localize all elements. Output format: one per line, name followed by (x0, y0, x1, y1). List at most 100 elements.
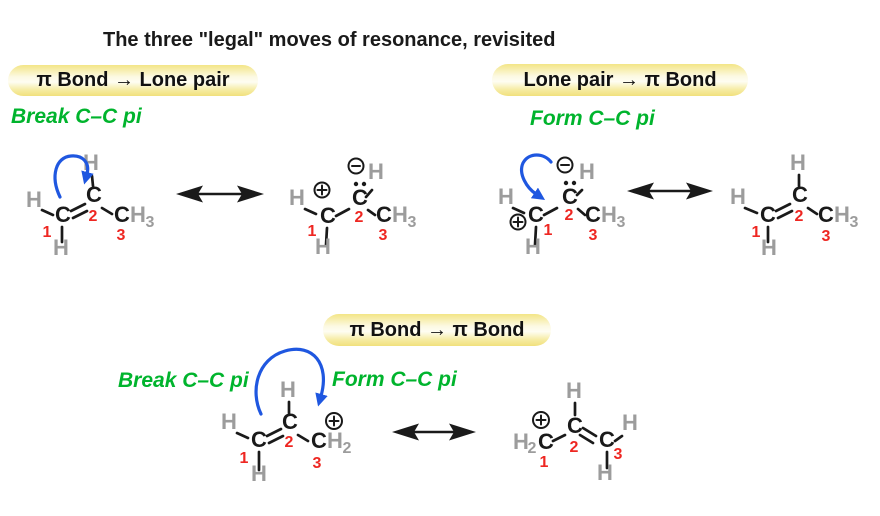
position-number-3: 3 (379, 227, 388, 244)
atom-c1: C (528, 202, 544, 227)
resonance-arrow-icon (392, 423, 476, 441)
bond (542, 206, 559, 217)
arrowhead-left (392, 423, 419, 441)
atom-h: H (834, 202, 850, 227)
subscript-three: 3 (146, 214, 155, 231)
atom-h: H (761, 235, 777, 260)
bond (613, 434, 624, 443)
atom-h: H (315, 234, 331, 259)
position-number-2: 2 (355, 209, 364, 226)
arrowhead-left (176, 185, 203, 203)
bond (551, 433, 567, 443)
atom-h: H (622, 410, 638, 435)
atom-c3: C (585, 202, 601, 227)
resonance-arrow-icon (627, 182, 713, 200)
label-form-cc-pi-top: Form C–C pi (530, 107, 655, 130)
bond (324, 226, 329, 247)
atom-c1: C (55, 202, 71, 227)
atom-h: H (790, 150, 806, 175)
arrowhead-right (686, 182, 713, 200)
electron-pushing-arrow (520, 153, 553, 201)
structure-zwitterion-right-section: H C C H C H 3 H 1 2 3 (498, 153, 626, 259)
position-number-3: 3 (822, 228, 831, 245)
bond-double-1 (581, 426, 598, 438)
position-number-1: 1 (540, 454, 549, 471)
atom-h: H (130, 202, 146, 227)
bond (806, 206, 819, 216)
bond (511, 206, 526, 215)
bond-double-2 (776, 209, 794, 220)
position-number-3: 3 (313, 455, 322, 472)
atom-c3: C (311, 428, 327, 453)
atom-h: H (280, 377, 296, 402)
structure-allyl-cation-left: H C C H C H 2 H 1 2 3 (221, 347, 352, 486)
subscript-two: 2 (528, 440, 537, 457)
atom-c1: C (538, 429, 554, 454)
arrowhead-right (449, 423, 476, 441)
badge-lone-pair-to-pi-bond: Lone pair → π Bond (492, 64, 748, 96)
atom-c2: C (282, 409, 298, 434)
position-number-2: 2 (570, 439, 579, 456)
atom-h: H (26, 187, 42, 212)
bond (334, 207, 351, 218)
bond-double-2 (267, 434, 285, 445)
bond (100, 206, 114, 216)
bond-double-1 (265, 427, 283, 438)
atom-h: H (221, 409, 237, 434)
page-title: The three "legal" moves of resonance, re… (103, 29, 556, 51)
atom-c1: C (251, 427, 267, 452)
badge-pi-bond-to-lone-pair: π Bond → Lone pair (8, 65, 258, 96)
structure-propene-left: H C C H C H 3 H 1 2 3 (26, 150, 154, 260)
atom-c2: C (86, 182, 102, 207)
position-number-2: 2 (565, 207, 574, 224)
label-break-cc-pi-bottom: Break C–C pi (118, 369, 249, 392)
atom-h: H (251, 461, 267, 486)
position-number-3: 3 (614, 446, 623, 463)
arrowhead-right (237, 185, 264, 203)
atom-c1: C (320, 203, 336, 228)
atom-h: H (368, 159, 384, 184)
bond (296, 433, 310, 443)
bond (575, 188, 584, 197)
bond (366, 208, 377, 217)
lone-pair-dot (563, 180, 569, 186)
atom-h: H (566, 378, 582, 403)
position-number-2: 2 (795, 208, 804, 225)
badge-pi-bond-to-pi-bond: π Bond → π Bond (323, 314, 551, 346)
atom-c2: C (562, 184, 578, 209)
bond-double-2 (578, 433, 595, 445)
electron-pushing-arrow (254, 347, 328, 416)
position-number-1: 1 (544, 222, 553, 239)
atom-c2: C (352, 185, 368, 210)
atom-c3: C (818, 202, 834, 227)
subscript-two: 2 (343, 440, 352, 457)
bond-double-2 (71, 209, 89, 220)
atom-h: H (289, 185, 305, 210)
label-break-cc-pi-top: Break C–C pi (11, 105, 142, 128)
atom-h: H (327, 428, 343, 453)
atom-h: H (730, 184, 746, 209)
lone-pair-dot (361, 181, 367, 187)
structure-allyl-cation-right: H 2 C C H C H H 1 2 3 (513, 378, 638, 485)
atom-h: H (498, 184, 514, 209)
atom-c3: C (599, 427, 615, 452)
position-number-3: 3 (117, 227, 126, 244)
atom-h: H (513, 429, 529, 454)
bond (235, 431, 250, 440)
atom-h: H (525, 234, 541, 259)
bond (743, 206, 759, 215)
bond (364, 188, 374, 199)
resonance-arrow-icon (176, 185, 264, 203)
atom-h: H (579, 159, 595, 184)
position-number-1: 1 (308, 223, 317, 240)
atom-c2: C (567, 413, 583, 438)
atom-c2: C (792, 182, 808, 207)
position-number-1: 1 (752, 224, 761, 241)
atom-c3: C (376, 202, 392, 227)
atom-c1: C (760, 202, 776, 227)
label-form-cc-pi-bottom: Form C–C pi (332, 368, 457, 391)
position-number-3: 3 (589, 227, 598, 244)
subscript-three: 3 (617, 214, 626, 231)
atom-h: H (392, 202, 408, 227)
lone-pair-dot (571, 180, 577, 186)
